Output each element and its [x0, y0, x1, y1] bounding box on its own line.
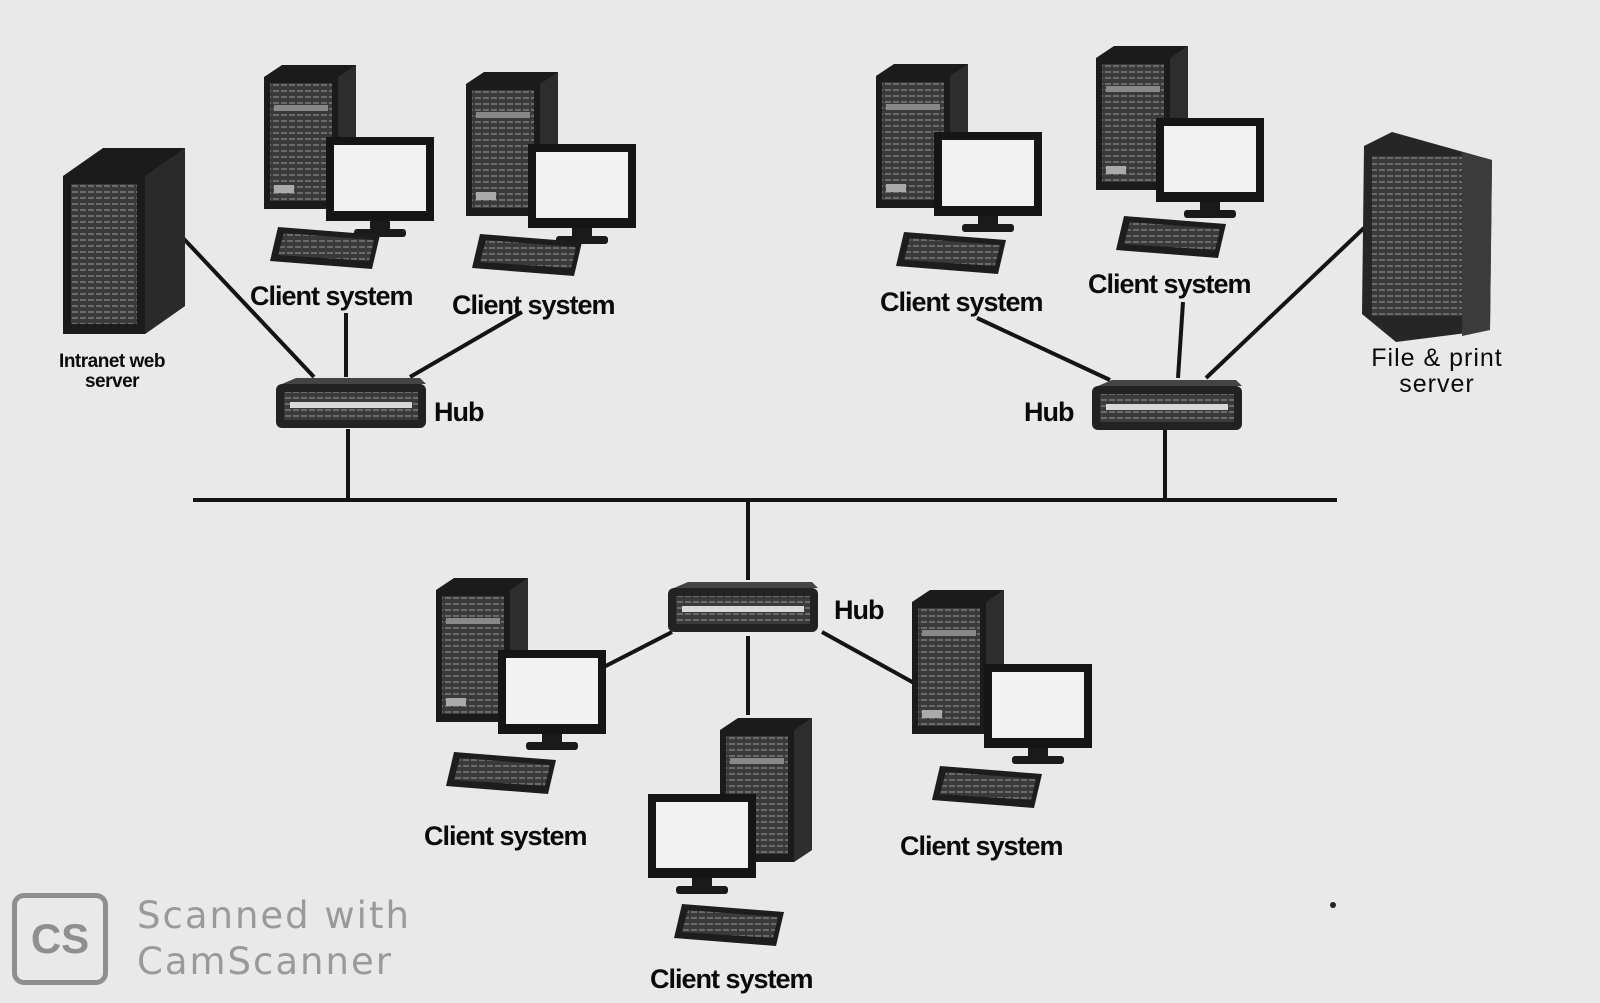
link-client-tr1-hub [976, 316, 1111, 382]
file-print-server-icon [1362, 132, 1492, 342]
client-tr2-label: Client system [1088, 269, 1252, 299]
hub-bottom-icon [668, 582, 818, 632]
client-b2-computer-icon [648, 718, 812, 946]
network-links [181, 226, 1366, 715]
hub-left-label: Hub [434, 397, 484, 427]
client-b3-computer-icon [912, 590, 1092, 808]
client-tl2-computer-icon [466, 72, 636, 276]
watermark-line-1: Scanned with [137, 894, 411, 937]
client-b2-label: Client system [650, 964, 814, 994]
camscanner-logo-icon: CS [12, 893, 108, 985]
client-tl2-label: Client system [452, 290, 616, 320]
client-b1-computer-icon [436, 578, 606, 794]
hub-right-label: Hub [1024, 397, 1074, 427]
client-tl1-computer-icon [264, 65, 434, 269]
link-hub-client-b3 [821, 630, 915, 685]
intranet-web-server-label: Intranet web server [59, 351, 165, 392]
link-webserver-hub [181, 236, 316, 379]
hub-bottom-label: Hub [834, 595, 884, 625]
client-b1-label: Client system [424, 821, 588, 851]
client-tr2-computer-icon [1096, 46, 1264, 258]
client-tl1-label: Client system [250, 281, 414, 311]
hub-right-icon [1092, 380, 1242, 430]
intranet-web-server-icon [63, 148, 185, 334]
watermark-text: Scanned with CamScanner [137, 893, 411, 985]
link-fileserver-hub [1204, 226, 1366, 380]
file-print-server-label: File & print server [1371, 344, 1503, 399]
client-b3-label: Client system [900, 831, 1064, 861]
link-client-tl2-hub [408, 310, 524, 379]
hub-left-icon [276, 378, 426, 428]
client-tr1-computer-icon [876, 64, 1042, 274]
client-tr1-label: Client system [880, 287, 1044, 317]
watermark-line-2: CamScanner [137, 940, 393, 983]
link-hub-client-b1 [593, 630, 673, 674]
link-client-tr2-hub [1176, 301, 1185, 379]
camscanner-watermark: CS Scanned with CamScanner [10, 893, 430, 985]
